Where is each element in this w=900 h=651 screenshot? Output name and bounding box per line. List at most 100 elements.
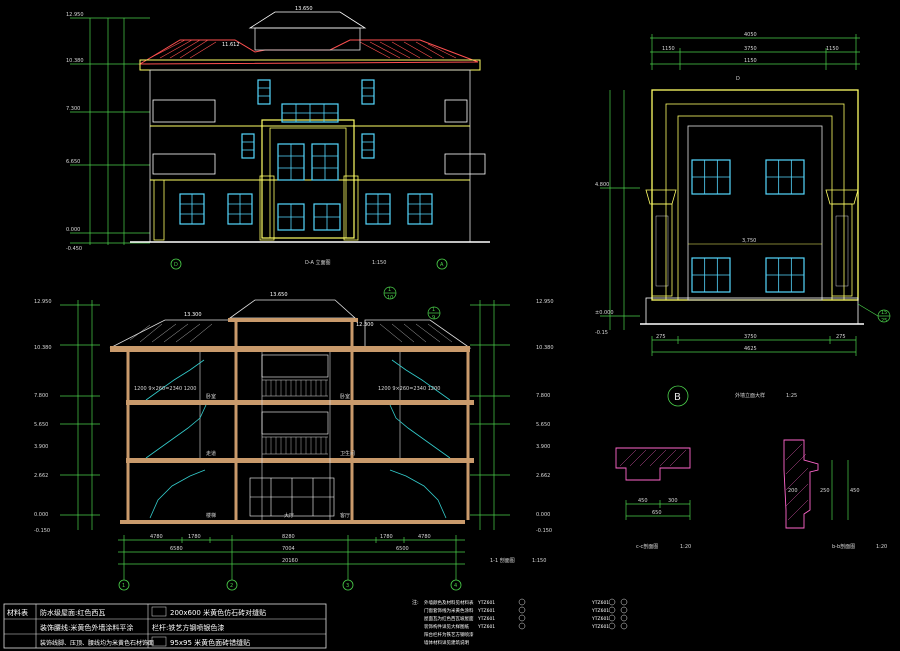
- window: [281, 103, 339, 123]
- note-symbol: [518, 614, 526, 622]
- callout-1-a: 1: [388, 287, 391, 293]
- window: [257, 79, 271, 105]
- bb-scale: 1:20: [876, 544, 887, 550]
- stairs-right: [389, 359, 451, 519]
- level-10380: 10.380: [66, 58, 84, 64]
- dim-r2-2: 6500: [396, 546, 409, 552]
- bb-dim-1: 250: [820, 488, 830, 494]
- detail-b-elevation: 4050 1150 3750 1150 1150 4.800 ±0.000 -0…: [595, 32, 891, 407]
- elevation-ridge-level: 13.650: [295, 6, 313, 12]
- note-symbol: [608, 622, 616, 630]
- legend-row-2-swatch: 95x95 米黄色面砖错缝贴: [170, 638, 250, 647]
- railing-bars: [265, 380, 327, 454]
- window: [179, 193, 205, 225]
- notes-block: 注: 外墙颜色及材料见材料表门窗套饰线为米黄色涂料屋面瓦为红色西瓦坡屋面装饰构件…: [412, 598, 628, 646]
- sec-eave-level-right: 12.300: [356, 322, 374, 328]
- sec-level-l-0: 12.950: [34, 299, 52, 305]
- bb-dim-0: 200: [788, 488, 798, 494]
- balcony-upper: [152, 99, 216, 123]
- section-scale: 1:150: [532, 558, 546, 564]
- window: [765, 257, 805, 293]
- detail-marker: B: [674, 392, 681, 403]
- note-code: YTZ601: [477, 624, 495, 630]
- note-code: YTZ601: [477, 608, 495, 614]
- note-symbol: [620, 598, 628, 606]
- note-line: 屋面瓦为红色西瓦坡屋面: [424, 615, 474, 622]
- axis-3: 3: [346, 583, 349, 589]
- axis-a: A: [440, 262, 444, 268]
- window: [277, 143, 305, 181]
- note-line: 外墙颜色及材料见材料表: [424, 599, 474, 606]
- sec-level-l-6: 0.000: [34, 512, 48, 518]
- dim-r2-1: 7004: [282, 546, 295, 552]
- stair-note-right: 1200 9×260=2340 1200: [378, 386, 440, 392]
- elevation-title: D-A 立面图: [305, 259, 331, 266]
- sec-level-l-7: -0.150: [34, 528, 50, 534]
- elevation-left-dims: [70, 17, 150, 245]
- section-bottom-dims: [118, 535, 465, 580]
- section-cc: 450 650 300 c-c剖面图 1:20: [615, 447, 691, 550]
- note-code-2: YTZ601: [591, 608, 609, 614]
- detail-scale: 1:25: [786, 393, 797, 399]
- note-line: 门窗套饰线为米黄色涂料: [424, 607, 474, 614]
- note-code-2: YTZ601: [591, 624, 609, 630]
- sec-level-l-4: 3.900: [34, 444, 48, 450]
- tower-roof: [248, 11, 367, 29]
- note-line: 装饰构件详见大样图纸: [424, 623, 469, 630]
- axis-2: 2: [230, 583, 233, 589]
- dim-r1-0: 4780: [150, 534, 163, 540]
- elevation-roof-level: 11.612: [222, 42, 240, 48]
- room-stair-l: 楼梯: [206, 512, 216, 519]
- bb-profile: [783, 439, 819, 529]
- detail-level-2: -0.15: [595, 330, 608, 336]
- window: [313, 203, 341, 231]
- section-left-dims: [60, 300, 510, 530]
- note-symbol: [518, 606, 526, 614]
- sec-level-l-1: 10.380: [34, 345, 52, 351]
- level-7300: 7.300: [66, 106, 80, 112]
- stairs-left: [145, 359, 207, 519]
- note-symbol: [518, 598, 526, 606]
- section-roof-hatch: [129, 323, 453, 343]
- detail-windows: [691, 159, 805, 293]
- note-code-2: YTZ601: [591, 600, 609, 606]
- window: [765, 159, 805, 195]
- window: [365, 193, 391, 225]
- window: [241, 133, 255, 159]
- sec-level-l-5: 2.662: [34, 473, 48, 479]
- legend-header: 材料表: [7, 608, 28, 617]
- callout-1-b: 10: [387, 295, 393, 301]
- cc-dim-1: 650: [652, 510, 662, 516]
- level-0000: 0.000: [66, 227, 80, 233]
- detail-dim-top-2: 3750: [744, 46, 757, 52]
- note-symbol: [608, 614, 616, 622]
- axis-4: 4: [454, 583, 457, 589]
- detail-dim-top-1: 1150: [662, 46, 675, 52]
- detail-marker-circle: [667, 385, 689, 407]
- cc-profile: [615, 447, 691, 481]
- legend-row-1-swatch: 栏杆:铁艺方钢喷银色漆: [152, 623, 224, 632]
- note-symbol: [620, 614, 628, 622]
- notes-title: 注:: [412, 599, 419, 606]
- level-minus450: -0.450: [66, 246, 82, 252]
- level-12950: 12.950: [66, 12, 84, 18]
- floor-slabs: [110, 318, 474, 524]
- room-living-r: 客厅: [340, 512, 350, 519]
- section-11: 12.950 10.380 7.800 5.650 3.900 2.662 0.…: [34, 286, 554, 591]
- window: [277, 203, 305, 231]
- dim-r1-4: 4780: [418, 534, 431, 540]
- window: [691, 159, 731, 195]
- level-6650: 6.650: [66, 159, 80, 165]
- detail-dim-top-4: 1150: [744, 58, 757, 64]
- legend-row-0-swatch: 200x600 米黄色仿石砖对缝贴: [170, 608, 266, 617]
- cc-dim-2: 300: [668, 498, 678, 504]
- detail-bottom-dim-0: 275: [656, 334, 666, 340]
- detail-top-dims: [650, 34, 860, 70]
- cc-dim-0: 450: [638, 498, 648, 504]
- elevation-da: 12.950 10.380 7.300 6.650 0.000 -0.450 1…: [66, 6, 490, 270]
- detail-bottom-dim-2: 275: [836, 334, 846, 340]
- section-bb: 200 250 450 b-b剖面图 1:20: [783, 439, 887, 550]
- dim-r1-2: 8280: [282, 534, 295, 540]
- room-bath-r: 卫生间: [340, 450, 355, 457]
